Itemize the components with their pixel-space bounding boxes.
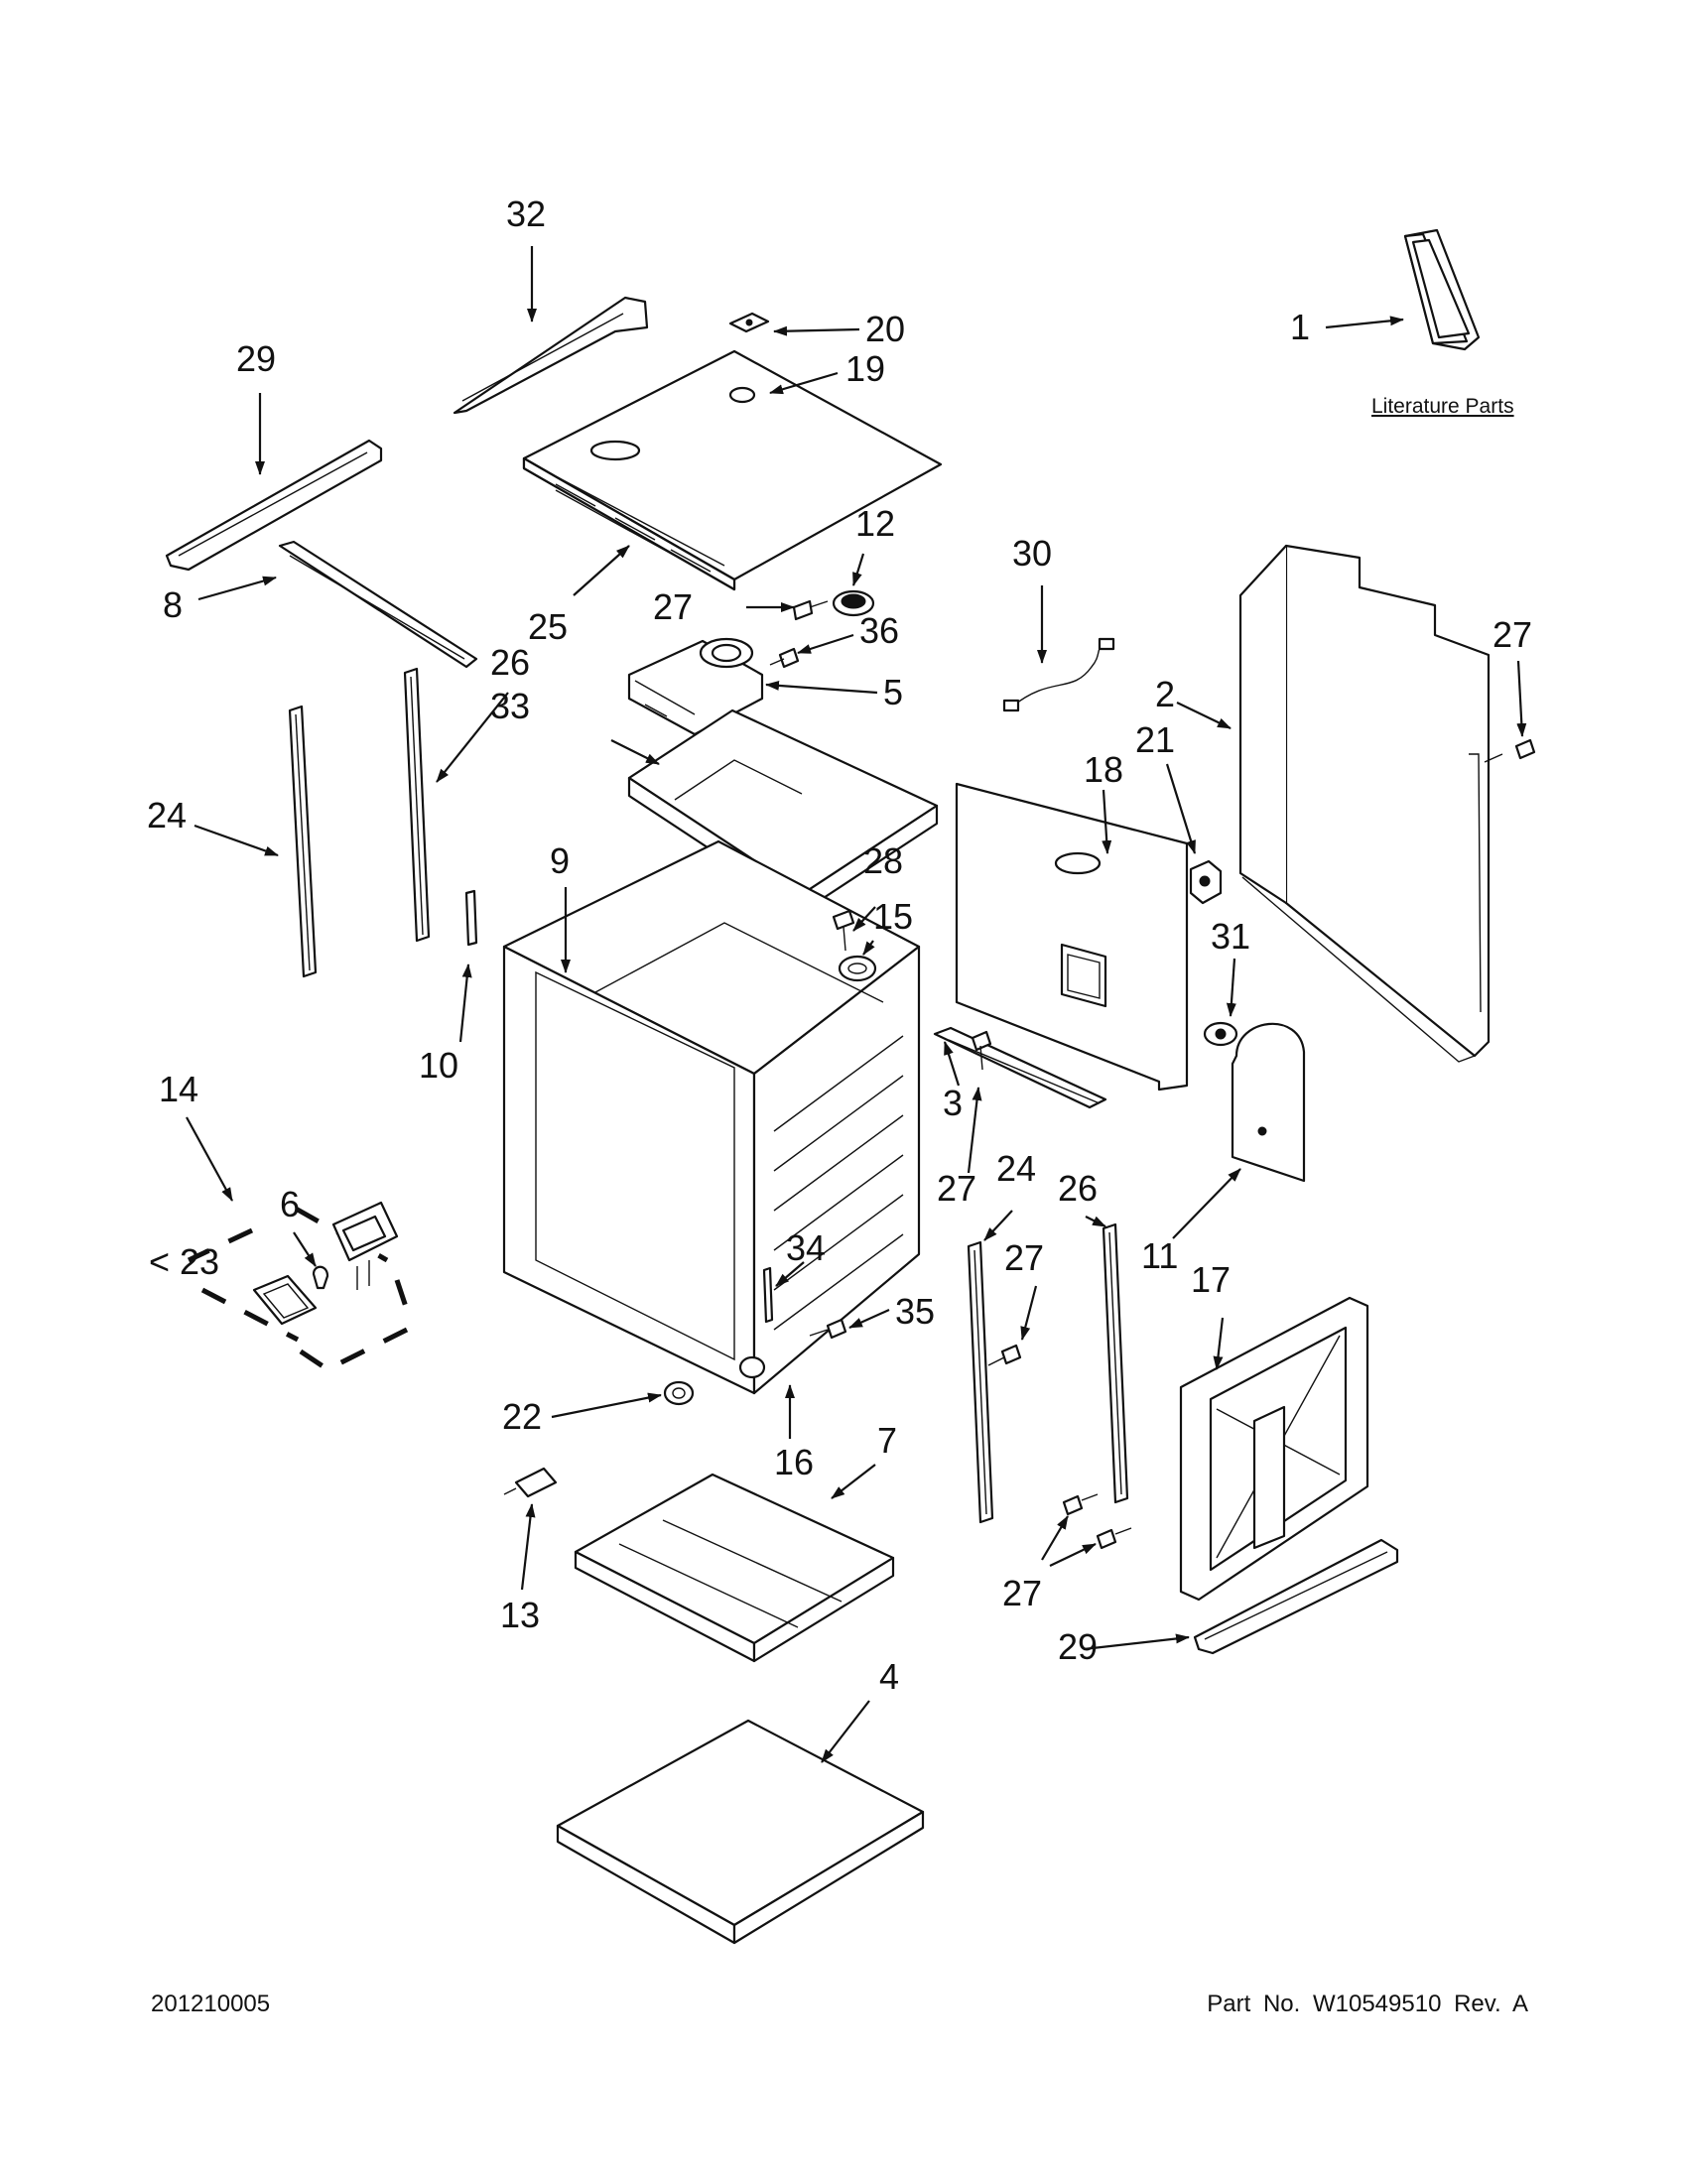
- callout-32: 32: [506, 193, 546, 234]
- callout-22: 22: [502, 1396, 542, 1437]
- callout-34: 34: [786, 1227, 826, 1268]
- part-15-grommet: [838, 955, 877, 982]
- callout-17: 17: [1191, 1259, 1231, 1300]
- part-26-right-channel: [1102, 1222, 1129, 1504]
- callout-9: 9: [550, 840, 570, 881]
- part-26-left-channel: [403, 667, 431, 943]
- callout-24b: 24: [996, 1148, 1036, 1189]
- callout-31: 31: [1211, 916, 1250, 957]
- part-8-strip: [278, 540, 478, 669]
- callout-12: 12: [855, 503, 895, 544]
- callout-33: 33: [490, 686, 530, 726]
- callout-25: 25: [528, 606, 568, 647]
- screw-27-lower-a: [1062, 1493, 1099, 1516]
- callout-15: 15: [873, 896, 913, 937]
- part-7-bottom-pan: [574, 1473, 895, 1663]
- part-20-small-bracket: [728, 312, 770, 333]
- callout-6: 6: [280, 1184, 300, 1224]
- screw-27-mid: [987, 1344, 1022, 1366]
- screw-27-center: [971, 1030, 992, 1071]
- callout-23: < 23: [149, 1241, 219, 1282]
- callout-27c: 27: [937, 1168, 976, 1209]
- part-18-back-panel: [955, 782, 1189, 1092]
- leader-arrows: [186, 246, 1527, 1763]
- part-31-thermal-fuse: [1203, 1021, 1238, 1047]
- part-29-side-rail: [165, 439, 383, 572]
- screw-28: [832, 909, 855, 952]
- part-22-grommet: [663, 1380, 695, 1406]
- callout-28: 28: [863, 840, 903, 881]
- part-10-clip: [464, 889, 478, 947]
- callout-27d: 27: [1004, 1237, 1044, 1278]
- part-4-bottom-cover: [556, 1719, 925, 1945]
- part-5-blower-assembly: [627, 637, 764, 736]
- part-34-sensor: [762, 1266, 774, 1324]
- part-light-housing: [331, 1201, 399, 1290]
- screw-27-lower-b: [1096, 1527, 1132, 1550]
- part-24-left-channel: [288, 705, 318, 978]
- part-1-literature-booklet: [1403, 228, 1481, 351]
- callout-4: 4: [879, 1656, 899, 1697]
- part-30-wire-harness: [1002, 637, 1115, 712]
- diagram-code: 201210005: [151, 1991, 271, 2017]
- part-11-shield: [1231, 1022, 1306, 1183]
- part-2-rear-panel: [1238, 544, 1491, 1063]
- part-24-right-channel: [967, 1240, 994, 1524]
- callout-26a: 26: [490, 642, 530, 683]
- callout-20: 20: [865, 309, 905, 349]
- part-12-fan-cover: [832, 589, 875, 617]
- callout-8: 8: [163, 584, 183, 625]
- part-29-side-rail-lower: [1193, 1538, 1399, 1655]
- callout-3: 3: [943, 1083, 963, 1123]
- screw-36: [769, 647, 800, 669]
- callout-7: 7: [877, 1420, 897, 1461]
- callout-16: 16: [774, 1442, 814, 1482]
- part-17-frame: [1179, 1296, 1369, 1602]
- callout-26b: 26: [1058, 1168, 1098, 1209]
- callout-24a: 24: [147, 795, 187, 835]
- callout-14: 14: [159, 1069, 198, 1109]
- part-16-knob: [738, 1355, 766, 1379]
- callout-13: 13: [500, 1595, 540, 1635]
- callout-27a: 27: [653, 586, 693, 627]
- callout-29b: 29: [1058, 1626, 1098, 1667]
- part-number: Part No. W10549510 Rev. A: [1207, 1991, 1528, 2017]
- part-6-bulb: [312, 1265, 329, 1290]
- part-32-top-rail: [453, 296, 649, 415]
- literature-parts-caption: Literature Parts: [1371, 395, 1514, 418]
- screw-27-right: [1484, 738, 1536, 763]
- callout-labels: 1 Literature Parts 32 20 19 29 8 12 27 3…: [147, 193, 1532, 1697]
- callout-36: 36: [859, 610, 899, 651]
- callout-27b: 27: [1492, 614, 1532, 655]
- callout-1: 1: [1290, 307, 1310, 347]
- callout-18: 18: [1084, 749, 1123, 790]
- callout-21: 21: [1135, 719, 1175, 760]
- part-25-vent-panel: [522, 456, 736, 591]
- callout-2: 2: [1155, 674, 1175, 714]
- callout-35: 35: [895, 1291, 935, 1332]
- part-9-oven-cavity: [502, 839, 921, 1395]
- callout-19: 19: [845, 348, 885, 389]
- part-21-switch: [1189, 859, 1223, 905]
- callout-5: 5: [883, 672, 903, 712]
- callout-10: 10: [419, 1045, 458, 1086]
- part-23-lens: [252, 1274, 318, 1326]
- screw-35: [809, 1318, 847, 1340]
- callout-27e: 27: [1002, 1573, 1042, 1613]
- part-13-door-switch: [503, 1467, 558, 1498]
- screw-27-top: [792, 599, 829, 621]
- callout-29a: 29: [236, 338, 276, 379]
- callout-11: 11: [1141, 1235, 1178, 1276]
- callout-30: 30: [1012, 533, 1052, 574]
